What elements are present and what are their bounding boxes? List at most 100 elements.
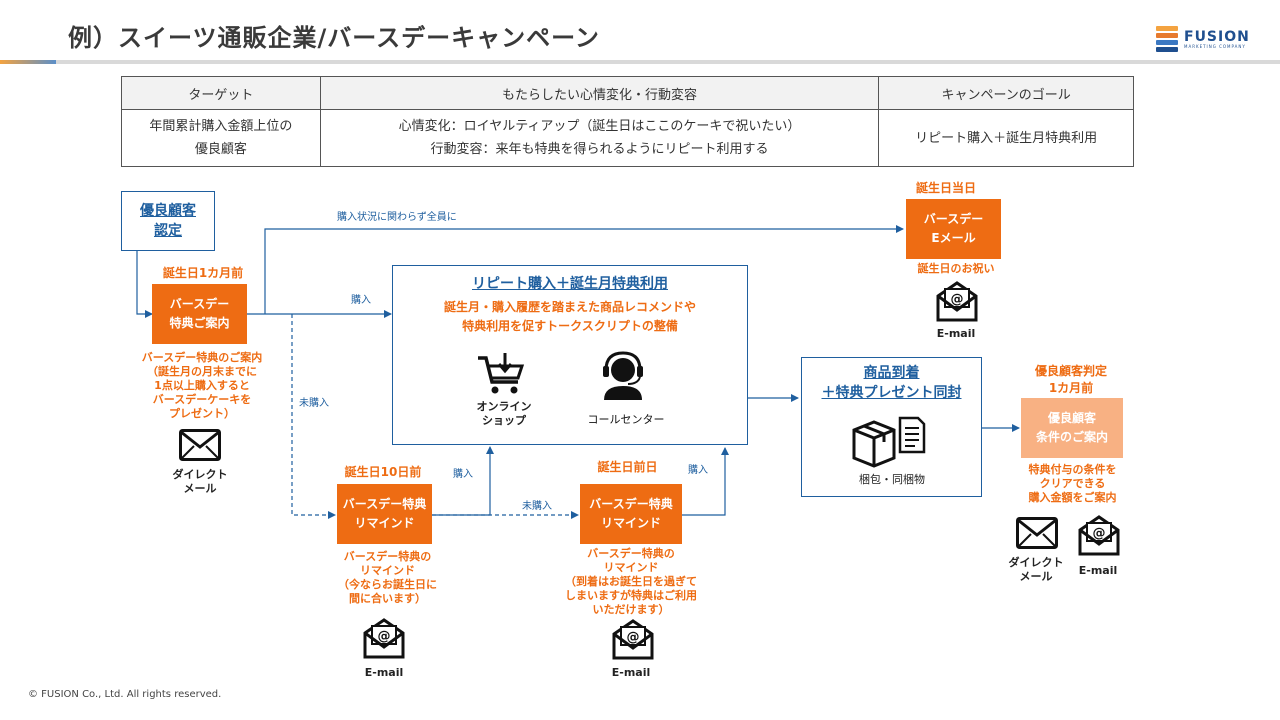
copyright: © FUSION Co., Ltd. All rights reserved.: [28, 689, 222, 700]
header-target: ターゲット: [121, 76, 321, 110]
cell-target: 年間累計購入金額上位の優良顧客: [121, 109, 321, 167]
month-box: バースデー 特典ご案内: [152, 284, 247, 344]
email-label-d10: E-mail: [364, 666, 404, 679]
month-desc-3: 1点以上購入すると: [154, 379, 250, 392]
d10-desc-4: 間に合います）: [349, 592, 426, 605]
month-desc-5: プレゼント）: [169, 407, 235, 420]
shopping-cart-icon: [478, 353, 525, 394]
svg-text:@: @: [627, 630, 640, 645]
month-box-line-1: バースデー: [169, 297, 230, 311]
arrow-month-to-day: [264, 225, 904, 314]
day-box-line-1: バースデー: [923, 212, 984, 226]
arrival-title-2: ＋特典プレゼント同封: [821, 385, 962, 401]
shop-label: オンライン ショップ: [464, 400, 544, 428]
month-label: 誕生日1カ月前: [162, 266, 244, 280]
logo-name: FUSION: [1184, 28, 1250, 45]
month-desc-2: （誕生月の月末までに: [147, 365, 257, 378]
d1-label: 誕生日前日: [597, 460, 658, 474]
d10-box: バースデー特典 リマインド: [337, 484, 432, 544]
judge-desc-3: 購入金額をご案内: [1028, 491, 1117, 504]
day-box: バースデー Eメール: [906, 199, 1001, 259]
logo-subtitle: MARKETING COMPANY: [1184, 43, 1246, 49]
arrow-start-to-month: [136, 251, 153, 318]
not-purchased-label-1: 未購入: [299, 398, 329, 409]
call-center-label: コールセンター: [587, 413, 665, 426]
month-desc-4: バースデーケーキを: [152, 393, 252, 406]
arrow-month-to-d10: [291, 314, 336, 519]
page-title: 例）スイーツ通販企業/バースデーキャンペーン: [68, 24, 600, 52]
d1-desc-1: バースデー特典の: [587, 547, 675, 560]
title-divider: [0, 60, 1280, 64]
arrow-d1-to-center: [682, 447, 729, 516]
shop-label-line-2: ショップ: [482, 414, 526, 427]
day-box-line-2: Eメール: [931, 231, 976, 245]
dm-label-line-1: ダイレクト: [172, 468, 228, 481]
purchase-label-3: 購入: [688, 465, 708, 476]
d10-box-line-2: リマインド: [354, 516, 415, 530]
center-desc-1: 誕生月・購入履歴を踏まえた商品レコメンドや: [443, 300, 696, 314]
logo-icon: [1156, 26, 1178, 52]
month-desc-1: バースデー特典のご案内: [141, 351, 263, 364]
envelope-icon: [179, 429, 221, 461]
d10-desc-3: （今ならお誕生日に: [338, 578, 437, 591]
judge-label-2: 1カ月前: [1048, 381, 1094, 395]
campaign-table: ターゲット もたらしたい心情変化・行動変容 キャンペーンのゴール 年間累計購入金…: [121, 76, 1134, 167]
purchase-label-2: 購入: [453, 469, 473, 480]
svg-text:@: @: [951, 292, 964, 307]
dm-label-1: ダイレクト メール: [160, 468, 240, 496]
purchase-label-1: 購入: [351, 295, 371, 306]
cell-goal: リピート購入＋誕生月特典利用: [878, 109, 1134, 167]
target-line-1: 年間累計購入金額上位の: [149, 119, 293, 134]
headset-operator-icon: [603, 351, 643, 400]
center-title: リピート購入＋誕生月特典利用: [472, 276, 668, 292]
center-desc-2: 特典利用を促すトークスクリプトの整備: [462, 319, 678, 333]
d1-box-line-2: リマインド: [600, 516, 661, 530]
d1-desc: バースデー特典の リマインド （到着はお誕生日を過ぎて しまいますが特典はご利用…: [556, 547, 706, 617]
arrival-box: 商品到着 ＋特典プレゼント同封: [801, 357, 982, 497]
judge-desc: 特典付与の条件を クリアできる 購入金額をご案内: [1010, 463, 1135, 505]
start-line-2: 認定: [154, 223, 182, 239]
shop-label-line-1: オンライン: [476, 400, 532, 413]
table-row: 年間累計購入金額上位の優良顧客 心情変化：ロイヤルティアップ（誕生日はここのケー…: [121, 109, 1134, 167]
d1-box-line-1: バースデー特典: [589, 497, 673, 511]
day-desc: 誕生日のお祝い: [917, 262, 995, 275]
judge-label: 優良顧客判定 1カ月前: [1015, 363, 1127, 397]
dm-label-line-2: メール: [183, 482, 217, 495]
month-desc: バースデー特典のご案内 （誕生月の月末までに 1点以上購入すると バースデーケー…: [132, 351, 272, 421]
d1-desc-4: しまいますが特典はご利用: [565, 589, 697, 602]
cell-change: 心情変化：ロイヤルティアップ（誕生日はここのケーキで祝いたい）行動変容：来年も特…: [319, 109, 880, 167]
email-icon-d10: @: [363, 618, 405, 659]
d10-desc-1: バースデー特典の: [343, 550, 432, 563]
day-label: 誕生日当日: [915, 181, 976, 195]
all-members-label: 購入状況に関わらず全員に: [337, 212, 457, 223]
pack-label: 梱包・同梱物: [859, 473, 925, 486]
target-line-2: 優良顧客: [194, 142, 247, 157]
d10-label: 誕生日10日前: [344, 465, 422, 479]
email-label-d1: E-mail: [611, 666, 651, 679]
dm-label-2: ダイレクト メール: [996, 556, 1076, 584]
arrival-title-1: 商品到着: [863, 365, 920, 381]
email-icon-d1: @: [612, 619, 654, 660]
fusion-logo: FUSION MARKETING COMPANY: [1156, 26, 1250, 52]
d10-desc-2: リマインド: [360, 564, 415, 577]
email-icon-judge: @: [1078, 515, 1120, 556]
arrow-d10-to-center: [432, 446, 494, 516]
email-label-day: E-mail: [936, 327, 976, 340]
center-box: リピート購入＋誕生月特典利用 誕生月・購入履歴を踏まえた商品レコメンドや 特典利…: [392, 265, 748, 445]
svg-text:@: @: [1093, 526, 1106, 541]
svg-text:@: @: [378, 629, 391, 644]
d1-desc-2: リマインド: [603, 561, 659, 574]
judge-label-1: 優良顧客判定: [1034, 364, 1107, 378]
judge-box-line-1: 優良顧客: [1047, 411, 1096, 425]
dm-label-2-line-1: ダイレクト: [1008, 556, 1064, 569]
center-desc: 誕生月・購入履歴を踏まえた商品レコメンドや 特典利用を促すトークスクリプトの整備: [393, 298, 747, 336]
start-line-1: 優良顧客: [140, 203, 196, 219]
judge-desc-1: 特典付与の条件を: [1028, 463, 1117, 476]
d10-desc: バースデー特典の リマインド （今ならお誕生日に 間に合います）: [320, 550, 455, 606]
judge-box: 優良顧客 条件のご案内: [1021, 398, 1123, 458]
header-change: もたらしたい心情変化・行動変容: [319, 76, 880, 110]
judge-box-line-2: 条件のご案内: [1035, 430, 1108, 444]
package-document-icon: [852, 416, 926, 468]
change-line-2: 行動変容：来年も特典を得られるようにリピート利用する: [430, 142, 769, 157]
